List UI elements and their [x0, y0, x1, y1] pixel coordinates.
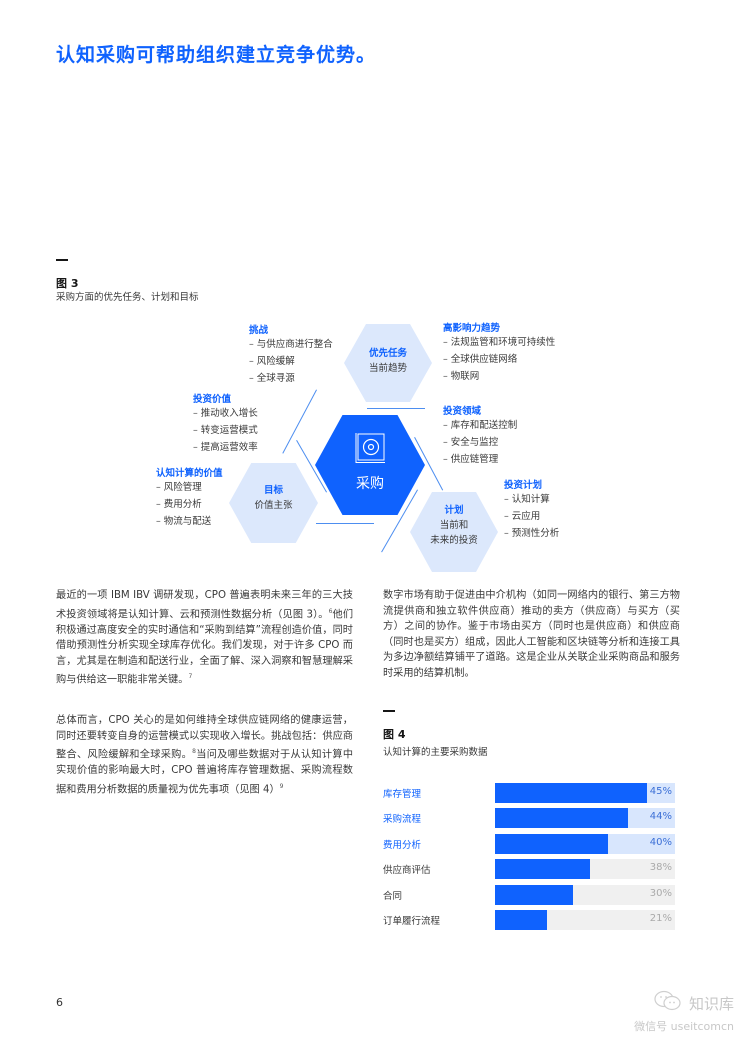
watermark-id: 微信号 useitcomcn [634, 1020, 734, 1033]
hex-plans: 计划 当前和 未来的投资 [410, 492, 498, 572]
connector-line [367, 408, 425, 410]
group-investment-areas: 投资领域 库存和配送控制 安全与监控 供应链管理 [443, 403, 517, 468]
bar-row: 库存管理 45% [383, 783, 675, 803]
group-item: 云应用 [504, 508, 559, 525]
bar-value: 30% [649, 888, 672, 899]
connector-line [316, 523, 374, 525]
bar-value: 40% [649, 837, 672, 848]
hex-goals-title: 目标 [263, 485, 283, 496]
group-investment-value-title: 投资价值 [193, 394, 232, 405]
group-item: 物联网 [443, 368, 555, 385]
wechat-icon [653, 990, 683, 1016]
bar-row: 供应商评估 38% [383, 859, 675, 879]
bar-track: 40% [495, 834, 675, 854]
figure3-caption: 采购方面的优先任务、计划和目标 [56, 292, 199, 303]
para2-text-b: 当问及哪些数据对于从认知计算中实现价值的影响最大时，CPO 普遍将库存管理数据、… [56, 749, 354, 796]
target-icon [355, 433, 385, 463]
left-paragraph-1: 最近的一项 IBM IBV 调研发现，CPO 普遍表明未来三年的三大技术投资领域… [56, 588, 353, 688]
group-investment-areas-title: 投资领域 [443, 406, 482, 417]
bar-track: 30% [495, 885, 675, 905]
watermark: 知识库 微信号 useitcomcn [634, 990, 734, 1034]
footnote-ref: 7 [188, 673, 193, 681]
bar-value: 38% [649, 862, 672, 873]
group-investment-value: 投资价值 推动收入增长 转变运营模式 提高运营效率 [193, 391, 258, 456]
group-item: 与供应商进行整合 [249, 336, 333, 353]
group-high-impact-trends: 高影响力趋势 法规监管和环境可持续性 全球供应链网络 物联网 [443, 320, 555, 385]
bar-fill [495, 808, 628, 828]
group-cognitive-value: 认知计算的价值 风险管理 费用分析 物流与配送 [156, 465, 223, 530]
left-paragraph-2: 总体而言，CPO 关心的是如何维持全球供应链网络的健康运营，同时还要转变自身的运… [56, 713, 353, 798]
group-challenges: 挑战 与供应商进行整合 风险缓解 全球寻源 [249, 322, 333, 387]
bar-label: 订单履行流程 [383, 916, 441, 927]
footnote-ref: 8 [192, 748, 196, 756]
hex-plans-title: 计划 [444, 505, 464, 516]
bar-row: 合同 30% [383, 885, 675, 905]
page-number: 6 [56, 996, 63, 1009]
hex-plans-subtitle-2: 未来的投资 [430, 535, 478, 546]
page-headline: 认知采购可帮助组织建立竞争优势。 [56, 44, 377, 66]
hex-goals-subtitle: 价值主张 [254, 500, 293, 511]
hex-plans-subtitle-1: 当前和 [439, 520, 469, 531]
group-investment-plans-title: 投资计划 [504, 480, 543, 491]
figure4-caption: 认知计算的主要采购数据 [383, 747, 488, 758]
bar-track: 45% [495, 783, 675, 803]
group-item: 全球寻源 [249, 370, 333, 387]
watermark-name: 知识库 [688, 994, 734, 1013]
bar-fill [495, 859, 590, 879]
bar-value: 44% [649, 811, 672, 822]
bar-row: 采购流程 44% [383, 808, 675, 828]
footnote-ref: 6 [328, 607, 333, 615]
bar-track: 38% [495, 859, 675, 879]
group-item: 费用分析 [156, 496, 223, 513]
bar-track: 21% [495, 910, 675, 930]
bar-fill [495, 834, 608, 854]
group-item: 供应链管理 [443, 451, 517, 468]
group-item: 认知计算 [504, 491, 559, 508]
hex-center-procurement: 采购 [315, 415, 425, 515]
figure-rule [56, 259, 68, 261]
right-paragraph: 数字市场有助于促进由中介机构（如同一网络内的银行、第三方物流提供商和独立软件供应… [383, 590, 680, 679]
bar-value: 45% [649, 786, 672, 797]
bar-label: 库存管理 [383, 789, 422, 800]
group-challenges-title: 挑战 [249, 325, 269, 336]
group-item: 物流与配送 [156, 513, 223, 530]
group-item: 推动收入增长 [193, 405, 258, 422]
bar-track: 44% [495, 808, 675, 828]
bar-label: 供应商评估 [383, 865, 431, 876]
bar-label: 采购流程 [383, 814, 422, 825]
bar-fill [495, 783, 647, 803]
bar-fill [495, 885, 573, 905]
group-investment-plans: 投资计划 认知计算 云应用 预测性分析 [504, 477, 559, 542]
hex-center-label: 采购 [356, 476, 384, 492]
para2-text: 总体而言，CPO 关心的是如何维持全球供应链网络的健康运营，同时还要转变自身的运… [56, 715, 353, 761]
group-item: 风险缓解 [249, 353, 333, 370]
hex-priorities: 优先任务 当前趋势 [344, 324, 432, 402]
para1-text-b: 他们积极通过高度安全的实时通信和“采购到结算”流程创造价值，同时借助预测性分析实… [56, 608, 354, 686]
group-item: 法规监管和环境可持续性 [443, 334, 556, 351]
group-item: 安全与监控 [443, 434, 517, 451]
group-cognitive-value-title: 认知计算的价值 [156, 468, 223, 479]
bar-fill [495, 910, 547, 930]
hex-goals: 目标 价值主张 [229, 463, 318, 543]
group-item: 库存和配送控制 [443, 417, 518, 434]
group-item: 提高运营效率 [193, 439, 258, 456]
hex-priorities-subtitle: 当前趋势 [368, 363, 407, 374]
bar-label: 合同 [383, 891, 403, 902]
hex-priorities-title: 优先任务 [368, 348, 407, 359]
figure3-label: 图 3 [56, 277, 79, 290]
bar-value: 21% [649, 913, 672, 924]
bar-label: 费用分析 [383, 840, 422, 851]
bar-row: 订单履行流程 21% [383, 910, 675, 930]
footnote-ref: 9 [279, 782, 284, 790]
group-item: 预测性分析 [504, 525, 560, 542]
para1-text: 最近的一项 IBM IBV 调研发现，CPO 普遍表明未来三年的三大技术投资领域… [56, 590, 353, 620]
bar-row: 费用分析 40% [383, 834, 675, 854]
figure4-label: 图 4 [383, 728, 406, 741]
group-trends-title: 高影响力趋势 [443, 323, 501, 334]
figure-rule [383, 710, 395, 712]
group-item: 风险管理 [156, 479, 223, 496]
group-item: 转变运营模式 [193, 422, 258, 439]
group-item: 全球供应链网络 [443, 351, 555, 368]
